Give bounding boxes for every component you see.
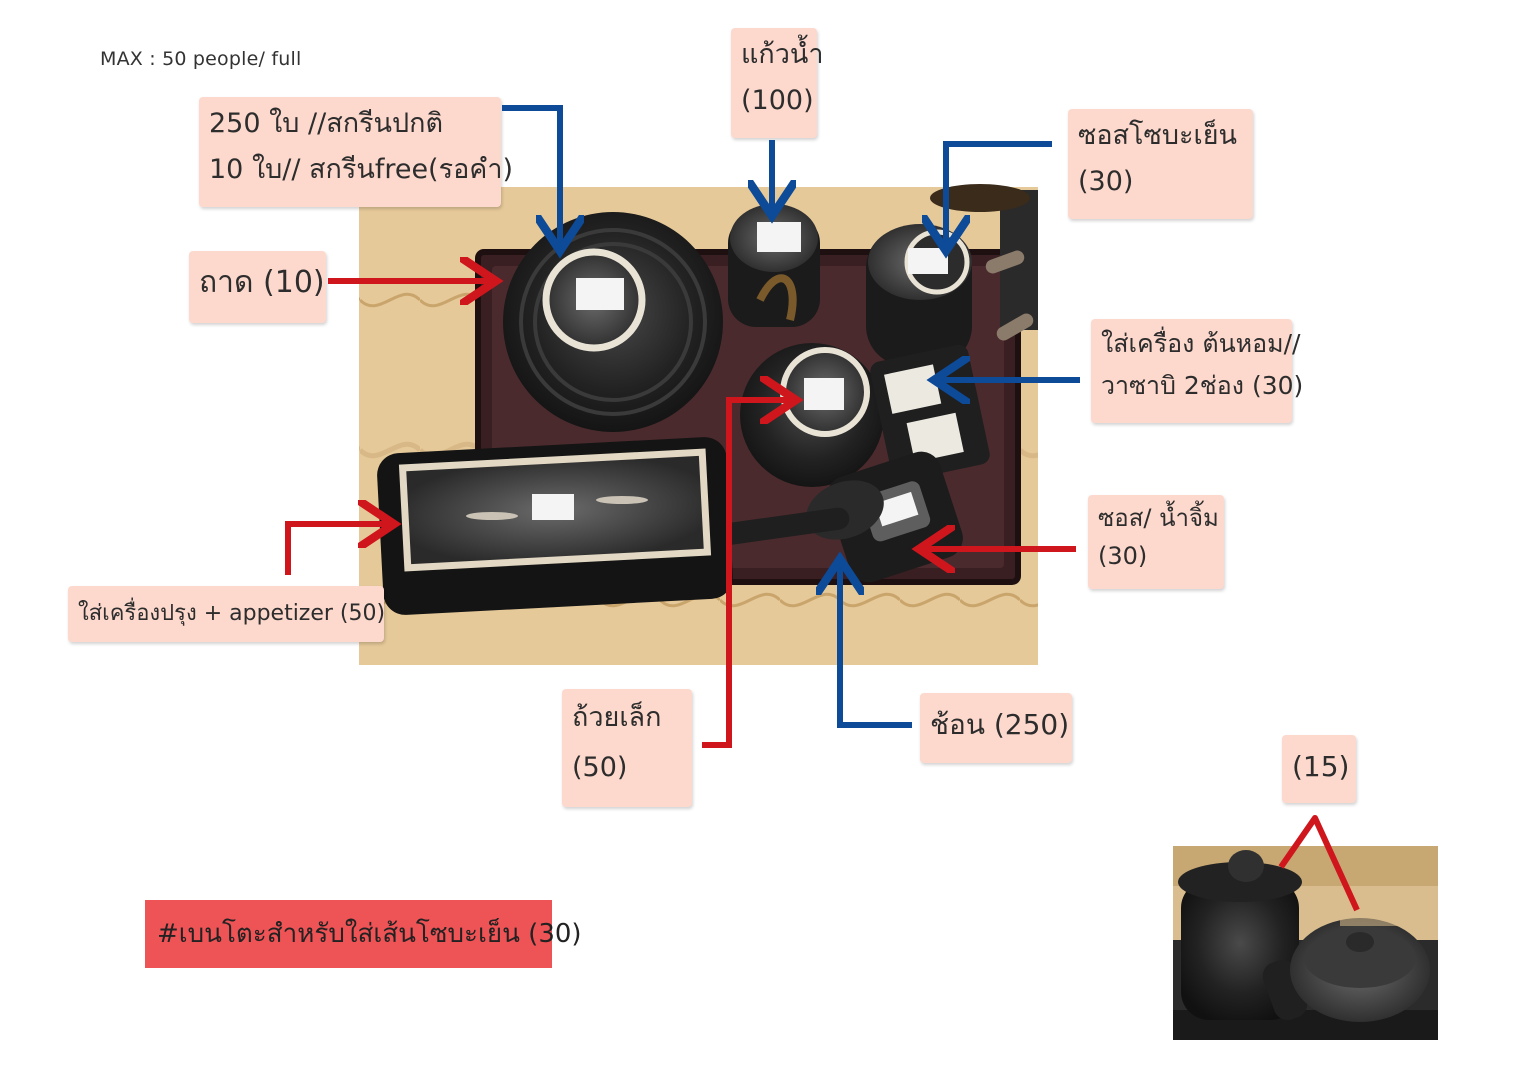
label-big-bowl-line-1: 250 ใบ //สกรีนปกติ (209, 108, 444, 139)
label-big-bowl: 250 ใบ //สกรีนปกติ 10 ใบ// สกรีนfree(รอค… (199, 97, 514, 207)
label-soba-sauce: ซอสโซบะเย็น (30) (1068, 109, 1253, 219)
label-small-bowl-line-1: ถ้วยเล็ก (572, 702, 662, 733)
label-small-bowl-line-2: (50) (572, 752, 628, 783)
label-dip-sauce-line-2: (30) (1098, 542, 1148, 570)
label-two-compartment-line-1: ใส่เครื่อง ต้นหอม// (1101, 329, 1301, 358)
arrow-big-bowl (502, 105, 560, 245)
arrow-spoon (840, 565, 912, 728)
label-dip-sauce-line-1: ซอส/ น้ำจิ้ม (1098, 504, 1219, 532)
label-soba-sauce-line-1: ซอสโซบะเย็น (1078, 120, 1237, 151)
label-glass: แก้วน้ำ (100) (731, 28, 824, 138)
long-plate-shape (377, 437, 733, 615)
label-tray: ถาด (10) (189, 251, 326, 323)
label-two-compartment: ใส่เครื่อง ต้นหอม// วาซาบิ 2ช่อง (30) (1091, 319, 1304, 423)
arrow-teapot (1278, 815, 1360, 912)
hashtag-banner: #เบนโตะสำหรับใส่เส้นโซบะเย็น (30) (145, 900, 582, 968)
label-glass-line-2: (100) (741, 85, 814, 116)
label-two-compartment-line-2: วาซาบิ 2ช่อง (30) (1101, 371, 1304, 400)
label-appetizer-plate: ใส่เครื่องปรุง + appetizer (50) (68, 586, 385, 642)
big-bowl-shape (503, 212, 723, 432)
label-teapot: (15) (1282, 735, 1356, 803)
main-photo (359, 184, 1038, 665)
label-dip-sauce: ซอส/ น้ำจิ้ม (30) (1088, 495, 1224, 589)
arrow-small-bowl (702, 400, 790, 748)
label-spoon: ช้อน (250) (920, 693, 1072, 763)
teapot-photo (1173, 846, 1438, 1040)
arrow-soba-sauce (946, 141, 1052, 245)
label-big-bowl-line-2: 10 ใบ// สกรีนfree(รอคำ) (209, 154, 514, 185)
max-capacity-note: MAX : 50 people/ full (100, 48, 302, 70)
label-small-bowl: ถ้วยเล็ก (50) (562, 689, 692, 807)
arrow-appetizer-plate (285, 524, 388, 575)
small-bowl-shape (740, 343, 884, 487)
label-soba-sauce-line-2: (30) (1078, 166, 1134, 197)
